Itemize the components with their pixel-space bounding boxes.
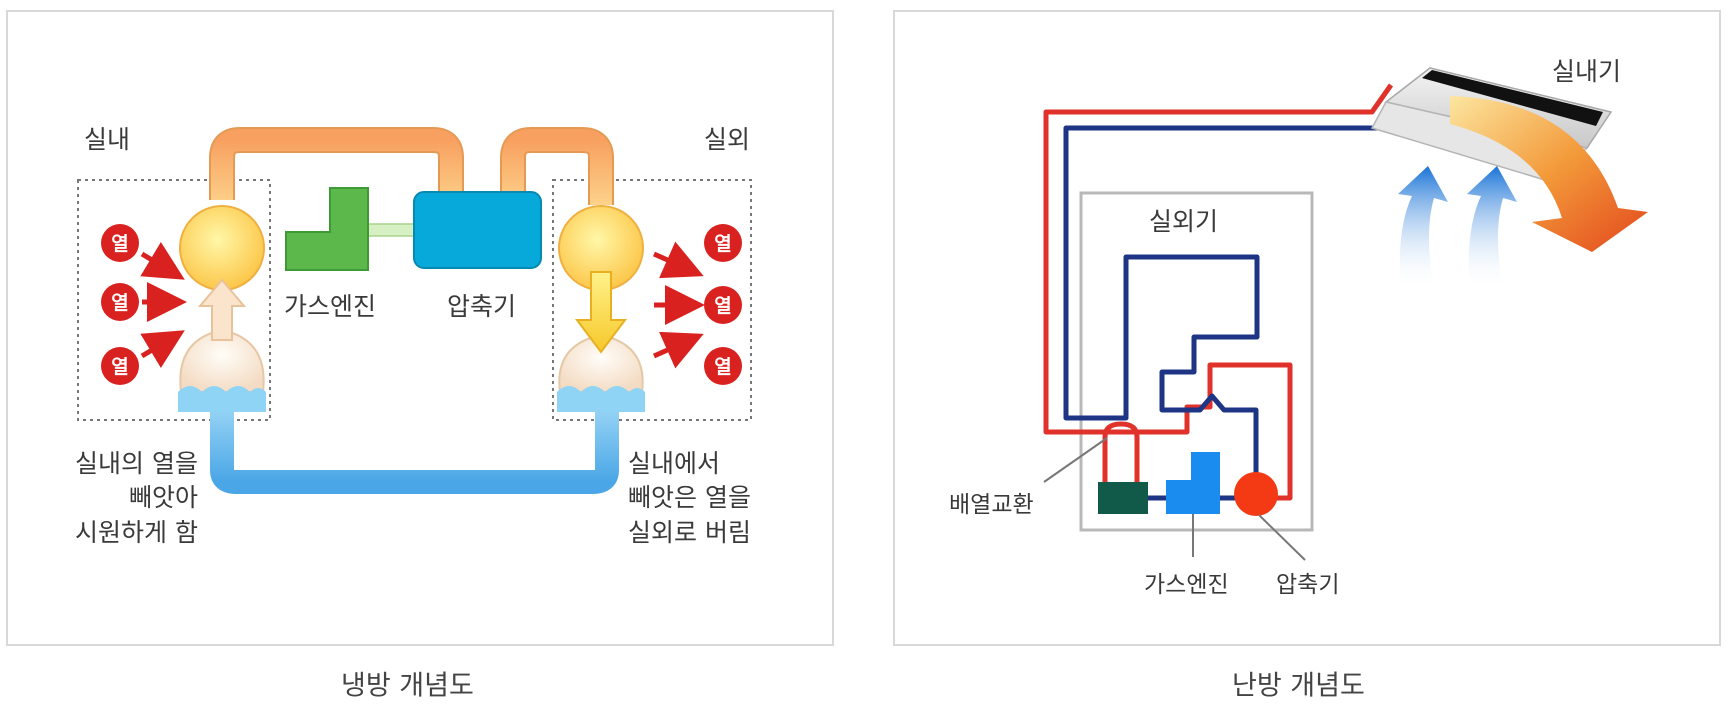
heat-arrow-right-3 xyxy=(652,331,704,369)
outdoor-liquid xyxy=(557,386,645,412)
heating-compressor-shape xyxy=(1234,472,1278,516)
outdoor-unit-label: 실외기 xyxy=(1149,207,1218,236)
up-arrow xyxy=(197,278,247,341)
heat-badge-right-1: 열 xyxy=(704,224,742,262)
heating-gas-engine-label: 가스엔진 xyxy=(1144,572,1229,598)
heat-exchange-loop xyxy=(1102,421,1140,485)
heating-caption: 난방 개념도 xyxy=(1232,670,1365,702)
warm-air-arrow xyxy=(1450,96,1648,252)
right-note-line-2: 빼앗은 열을 xyxy=(628,483,751,512)
heat-badge-left-3: 열 xyxy=(101,347,139,385)
heat-arrow-left-3 xyxy=(140,330,185,369)
air-intake-arrow-1 xyxy=(1398,166,1448,290)
heat-badge-right-2: 열 xyxy=(704,286,742,324)
left-note-line-2: 빼앗아 xyxy=(129,483,198,512)
heat-exchange-label: 배열교환 xyxy=(949,492,1034,518)
left-note-line-1: 실내의 열을 xyxy=(75,449,198,478)
outdoor-unit-box xyxy=(1079,191,1314,532)
cold-pipe xyxy=(210,405,619,494)
right-note-line-1: 실내에서 xyxy=(628,449,720,478)
cooling-caption: 냉방 개념도 xyxy=(341,670,474,702)
air-intake-arrow-2 xyxy=(1467,166,1517,290)
heating-compressor-label: 압축기 xyxy=(1276,572,1339,598)
indoor-unit-vent xyxy=(1422,70,1603,126)
svg-text:열: 열 xyxy=(111,292,128,314)
cooling-diagram-panel xyxy=(6,10,834,646)
down-arrow xyxy=(575,271,627,354)
outdoor-label: 실외 xyxy=(704,125,750,154)
hot-pipe-right xyxy=(502,129,612,205)
heat-badge-left-1: 열 xyxy=(101,224,139,262)
compressor-pointer xyxy=(1258,514,1306,561)
indoor-dotted-box xyxy=(77,179,271,421)
blue-pipe-line xyxy=(1063,96,1403,486)
heat-badge-right-3: 열 xyxy=(704,347,742,385)
svg-text:열: 열 xyxy=(714,295,731,317)
outdoor-dotted-box xyxy=(552,179,752,421)
right-note-line-3: 실외로 버림 xyxy=(628,518,751,547)
compressor-label: 압축기 xyxy=(447,292,516,321)
heat-arrow-left-1 xyxy=(140,241,185,280)
indoor-liquid xyxy=(178,386,266,412)
red-pipe-line xyxy=(1043,83,1394,501)
svg-text:열: 열 xyxy=(714,356,731,378)
svg-text:열: 열 xyxy=(111,233,128,255)
heat-exchanger-shape xyxy=(1098,482,1148,514)
svg-text:열: 열 xyxy=(714,233,731,255)
svg-text:열: 열 xyxy=(111,356,128,378)
gas-engine-label: 가스엔진 xyxy=(284,292,376,321)
heat-badge-left-2: 열 xyxy=(101,283,139,321)
heat-exchange-pointer xyxy=(1043,437,1108,483)
left-note-line-3: 시원하게 함 xyxy=(75,518,198,547)
heating-gas-engine-shape xyxy=(1166,452,1220,514)
indoor-unit-label: 실내기 xyxy=(1552,57,1621,86)
compressor-shape xyxy=(413,191,542,269)
heat-arrow-right-1 xyxy=(652,241,704,279)
gas-engine-shape xyxy=(285,187,369,271)
hot-pipe-left xyxy=(211,129,462,205)
indoor-label: 실내 xyxy=(84,125,130,154)
